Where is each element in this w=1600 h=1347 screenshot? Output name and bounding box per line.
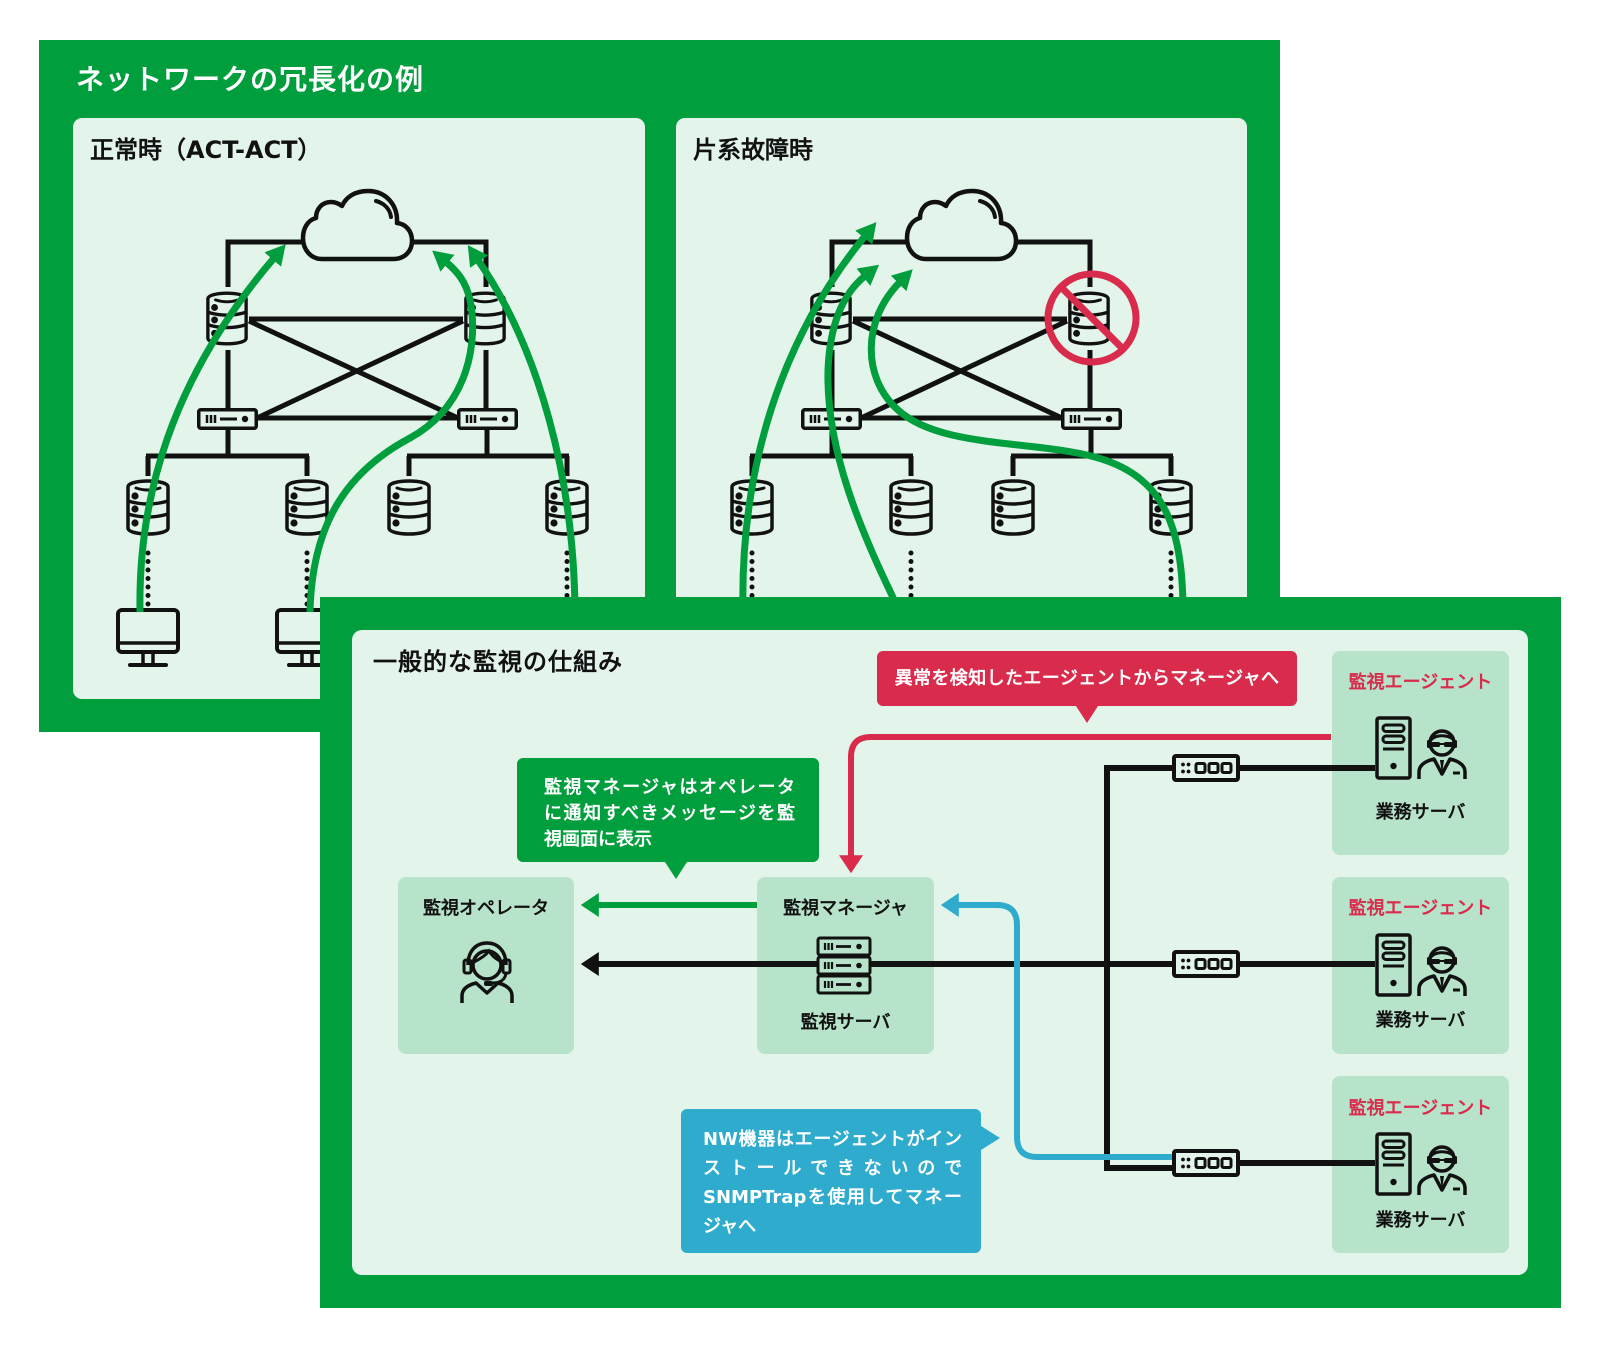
agent-alert-callout: 異常を検知したエージェントからマネージャへ [877, 651, 1297, 723]
agent-label: 監視エージェント [1348, 898, 1493, 919]
agent-label: 監視エージェント [1348, 672, 1493, 693]
manager-box: 監視マネージャ 監視サーバ [757, 877, 934, 1054]
agent-box: 監視エージェント 業務サーバ [1332, 651, 1509, 855]
panel-title: 片系故障時 [693, 136, 813, 164]
monitoring-section: 一般的な監視の仕組み 監視オペレータ 監視マネージャ 監視サーバ 監視エージェン… [320, 597, 1561, 1308]
callout-line: NW機器はエージェントがイン [703, 1129, 962, 1150]
agent-sublabel: 業務サーバ [1375, 1010, 1466, 1031]
manager-sublabel: 監視サーバ [800, 1012, 891, 1033]
callout-line: 監視マネージャはオペレータ [544, 777, 795, 798]
agent-sublabel: 業務サーバ [1375, 1210, 1466, 1231]
agent-label: 監視エージェント [1348, 1098, 1493, 1119]
callout-line: に通知すべきメッセージを監 [544, 803, 795, 824]
callout-line: SNMPTrapを使用してマネー [703, 1187, 962, 1208]
callout-line: ジャへ [703, 1216, 757, 1237]
snmp-trap-callout: NW機器はエージェントがイン ストールできないので SNMPTrapを使用してマ… [681, 1109, 1000, 1253]
agent-box: 監視エージェント 業務サーバ [1332, 877, 1509, 1054]
operator-box: 監視オペレータ [398, 877, 574, 1054]
callout-line: 視画面に表示 [544, 829, 652, 850]
agent-box: 監視エージェント 業務サーバ [1332, 1076, 1509, 1253]
agent-sublabel: 業務サーバ [1375, 802, 1466, 823]
section-title: 一般的な監視の仕組み [373, 648, 623, 676]
section-title: ネットワークの冗長化の例 [76, 63, 425, 96]
manager-label: 監視マネージャ [783, 898, 908, 919]
callout-line: ストールできないので [703, 1158, 962, 1179]
panel-title: 正常時（ACT-ACT） [90, 136, 322, 164]
operator-label: 監視オペレータ [423, 898, 549, 919]
manager-notice-callout: 監視マネージャはオペレータ に通知すべきメッセージを監 視画面に表示 [517, 758, 819, 879]
